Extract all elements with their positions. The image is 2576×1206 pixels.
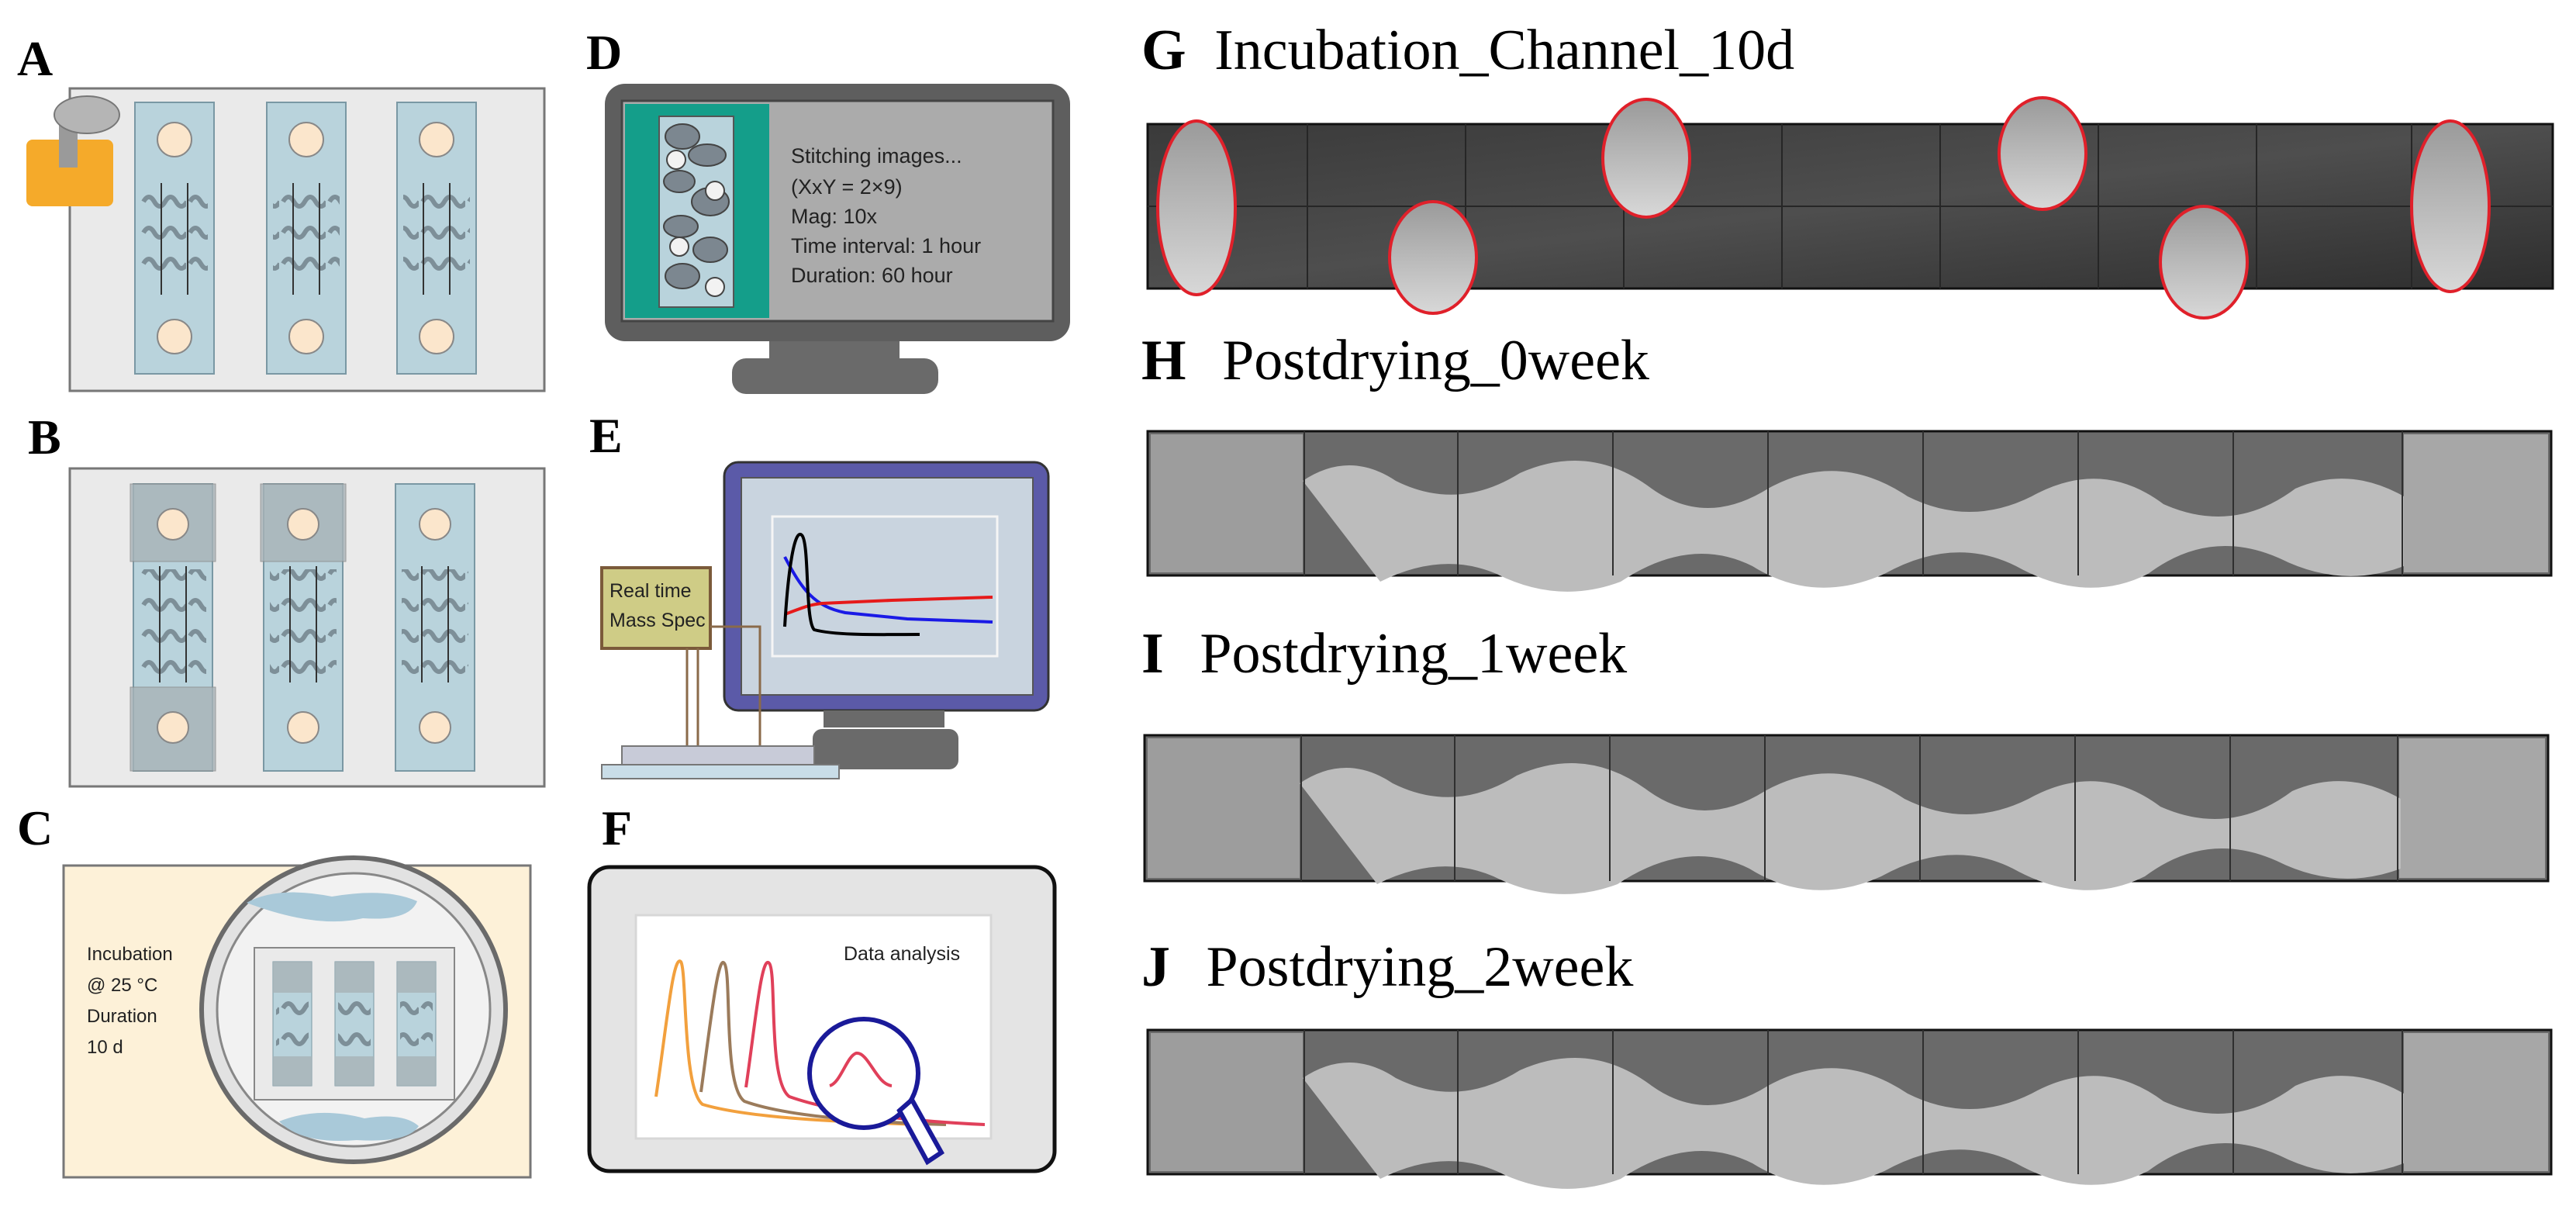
panel-j-title-row: J Postdrying_2week (1141, 938, 1633, 996)
panel-h-title: Postdrying_0week (1222, 329, 1649, 392)
curve-black (783, 532, 920, 637)
panel-e-setup: Real time Mass Spec (600, 461, 1050, 779)
magnifier-icon (807, 1017, 944, 1166)
panel-f-label: Data analysis (844, 943, 960, 965)
panel-f-analysis: Data analysis (587, 865, 1057, 1173)
panel-c-line-4: 10 d (87, 1037, 123, 1058)
panel-letter-c: C (17, 800, 54, 855)
panel-letter-d: D (586, 25, 623, 80)
j-tile-grid (1304, 1030, 2403, 1174)
curve-orange (654, 959, 924, 1126)
h-tile-grid (1304, 431, 2403, 575)
i-pale-regions (1300, 763, 2401, 894)
highlight-oval-6 (2410, 119, 2491, 293)
slide-b3 (395, 483, 475, 772)
mass-spec-line-1: Real time (609, 580, 692, 602)
panel-j-title: Postdrying_2week (1206, 935, 1634, 999)
panel-b-tray (68, 467, 546, 788)
panel-letter-b: B (28, 409, 61, 465)
panel-g-title-row: G Incubation_Channel_10d (1141, 22, 1794, 79)
panel-letter-a: A (17, 31, 54, 86)
curve-red (784, 596, 993, 616)
stitched-sample-icon (663, 123, 730, 297)
panel-d-line-4: Time interval: 1 hour (791, 234, 981, 257)
panel-d-line-2: (XxY = 2×9) (791, 175, 903, 199)
panel-d-line-1: Stitching images... (791, 144, 962, 168)
panel-c-line-2: @ 25 °C (87, 975, 157, 996)
small-slides (272, 961, 437, 1087)
panel-letter-h: H (1141, 329, 1186, 392)
panel-letter-f: F (602, 800, 633, 855)
highlight-oval-2 (1388, 200, 1478, 315)
panel-c-line-1: Incubation (87, 944, 173, 965)
curve-blue (783, 556, 993, 624)
panel-i-title-row: I Postdrying_1week (1141, 625, 1627, 682)
panel-letter-g: G (1141, 19, 1186, 82)
panel-d-monitor: Stitching images... (XxY = 2×9) Mag: 10x… (605, 84, 1070, 394)
panel-c-line-3: Duration (87, 1006, 157, 1027)
i-tile-grid (1300, 735, 2398, 881)
highlight-oval-3 (1601, 98, 1691, 219)
slide-b1 (129, 483, 216, 772)
panel-letter-i: I (1141, 622, 1164, 686)
highlight-oval-4 (1998, 96, 2087, 211)
panel-i-title: Postdrying_1week (1200, 622, 1628, 686)
panel-g-title: Incubation_Channel_10d (1214, 19, 1795, 82)
slide-a2 (266, 102, 347, 375)
mass-spec-line-2: Mass Spec (609, 610, 706, 631)
j-pale-regions (1303, 1058, 2404, 1189)
panel-h-title-row: H Postdrying_0week (1141, 332, 1649, 389)
panel-i-image (1143, 734, 2550, 894)
panel-h-image (1146, 430, 2553, 592)
panel-letter-e: E (589, 408, 623, 463)
slide-a3 (396, 102, 477, 375)
h-pale-regions (1303, 461, 2404, 592)
panel-a-tray (26, 87, 546, 392)
panel-g-image (1146, 96, 2554, 320)
panel-j-image (1146, 1028, 2553, 1189)
spatula-icon (54, 95, 120, 168)
orange-cap (26, 140, 113, 206)
mass-spec-box (600, 566, 712, 650)
slide-a1 (134, 102, 215, 375)
panel-d-line-5: Duration: 60 hour (791, 264, 953, 287)
slide-b2 (260, 483, 347, 772)
highlight-oval-1 (1156, 119, 1237, 296)
panel-letter-j: J (1141, 935, 1170, 999)
highlight-oval-5 (2159, 205, 2249, 320)
panel-c-incubator: Incubation @ 25 °C Duration 10 d (62, 855, 532, 1179)
panel-d-line-3: Mag: 10x (791, 205, 878, 228)
